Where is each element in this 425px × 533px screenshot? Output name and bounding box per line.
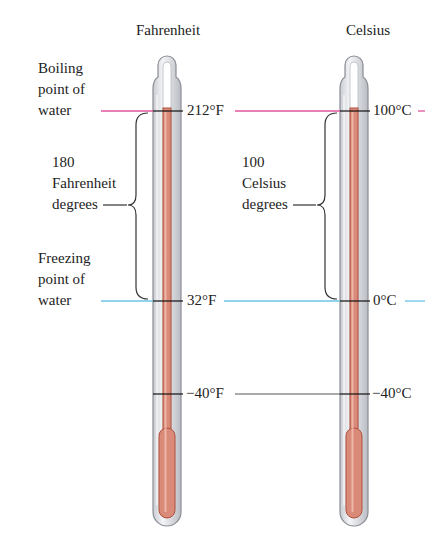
temperature-value: −40°C [371,383,412,404]
scale-heading: Fahrenheit [107,20,229,41]
range-label: 180 Fahrenheit degrees [52,152,124,215]
minus-forty-line [235,394,340,395]
temperature-value: 100°C [372,100,413,121]
scale-heading: Celsius [314,20,422,41]
temperature-value: −40°F [185,383,225,404]
range-brace [103,113,337,299]
temperature-value: 0°C [372,290,398,311]
freezing-label: Freezing point of water [38,248,100,311]
celsius-thermometer [340,56,368,526]
range-label: 100 Celsius degrees [242,152,304,215]
scale-ticks [153,111,370,394]
boiling-label: Boiling point of water [38,58,98,121]
temperature-value: 212°F [186,100,225,121]
temperature-value: 32°F [186,290,217,311]
fahrenheit-thermometer [153,56,181,526]
